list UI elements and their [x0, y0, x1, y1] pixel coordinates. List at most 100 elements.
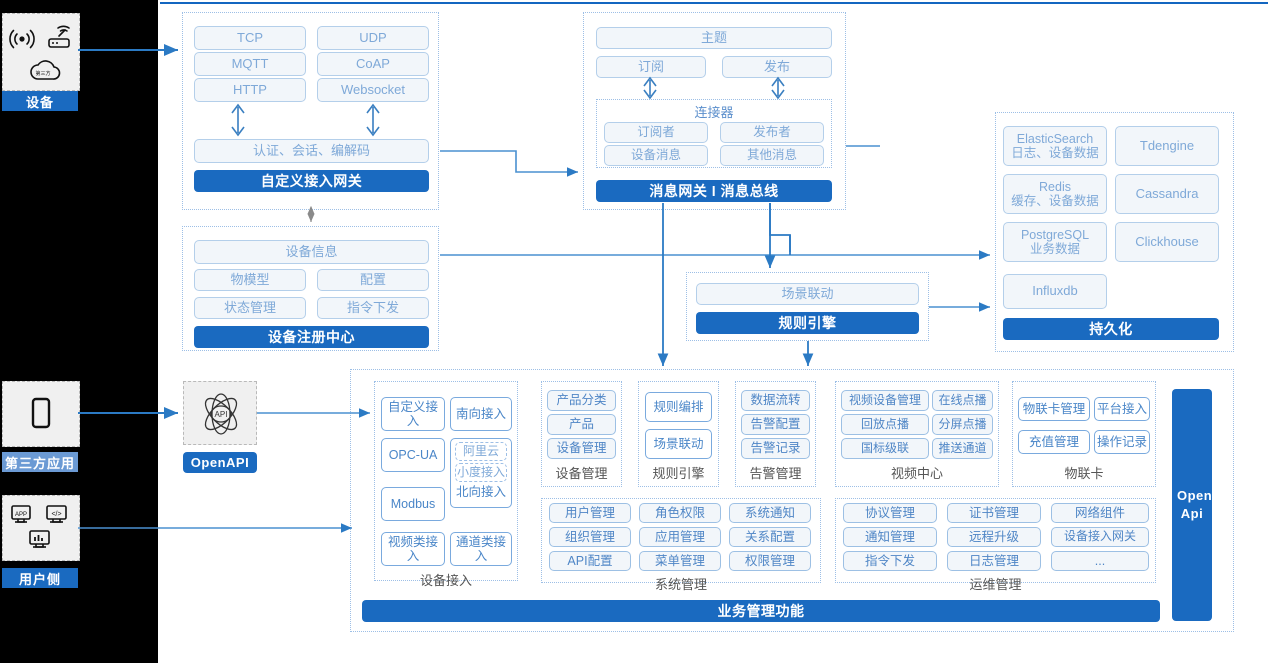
registry-config[interactable]: 配置: [317, 269, 429, 291]
openapi-side-bar[interactable]: Open Api: [1172, 389, 1212, 621]
om-network-comp[interactable]: 网络组件: [1051, 503, 1149, 523]
am-alarm-config[interactable]: 告警配置: [741, 414, 810, 435]
om-cert-mgmt[interactable]: 证书管理: [947, 503, 1041, 523]
access-modbus[interactable]: Modbus: [381, 487, 445, 521]
group-device-access-label: 设备接入: [374, 570, 518, 589]
gateway-middle-box[interactable]: 认证、会话、编解码: [194, 139, 429, 163]
store-tdengine[interactable]: Tdengine: [1115, 126, 1219, 166]
access-opcua[interactable]: OPC-UA: [381, 438, 445, 472]
ic-platform-access[interactable]: 平台接入: [1094, 397, 1150, 421]
store-influxdb[interactable]: Influxdb: [1003, 274, 1107, 309]
registry-command[interactable]: 指令下发: [317, 297, 429, 319]
connector-publisher-label: 发布者: [753, 125, 791, 140]
subscribe-box[interactable]: 订阅: [596, 56, 706, 78]
access-opcua-label: OPC-UA: [388, 447, 438, 462]
re-scene-linkage[interactable]: 场景联动: [645, 429, 712, 459]
router-icon: [48, 25, 70, 48]
access-aliyun[interactable]: 阿里云: [455, 442, 507, 461]
om-log-mgmt[interactable]: 日志管理: [947, 551, 1041, 571]
re-rule-orchestration[interactable]: 规则编排: [645, 392, 712, 422]
om-more[interactable]: ...: [1051, 551, 1149, 571]
rules-title-bar[interactable]: 规则引擎: [696, 312, 919, 334]
ic-recharge-mgmt-label: 充值管理: [1028, 434, 1079, 449]
ic-recharge-mgmt[interactable]: 充值管理: [1018, 430, 1090, 454]
dm-product[interactable]: 产品: [547, 414, 616, 435]
access-southbound[interactable]: 南向接入: [450, 397, 512, 431]
access-video[interactable]: 视频类接入: [381, 532, 445, 566]
vc-split-screen-vod[interactable]: 分屏点播: [932, 414, 993, 435]
store-clickhouse[interactable]: Clickhouse: [1115, 222, 1219, 262]
api-atom-icon: API: [204, 393, 238, 435]
persistence-title-bar[interactable]: 持久化: [1003, 318, 1219, 340]
connector-other-msg[interactable]: 其他消息: [720, 145, 824, 166]
code-window-icon: </>: [46, 505, 67, 523]
sm-role-perm[interactable]: 角色权限: [639, 503, 721, 523]
protocol-tcp[interactable]: TCP: [194, 26, 306, 50]
connector-device-msg-label: 设备消息: [630, 148, 681, 163]
om-remote-upgrade[interactable]: 远程升级: [947, 527, 1041, 547]
registry-thing-model[interactable]: 物模型: [194, 269, 306, 291]
vc-online-vod[interactable]: 在线点播: [932, 390, 993, 411]
openapi-label-bar[interactable]: OpenAPI: [183, 452, 257, 473]
am-data-flow[interactable]: 数据流转: [741, 390, 810, 411]
dm-product-category[interactable]: 产品分类: [547, 390, 616, 411]
store-cassandra[interactable]: Cassandra: [1115, 174, 1219, 214]
vc-split-screen-vod-label: 分屏点播: [938, 416, 987, 431]
registry-title-bar[interactable]: 设备注册中心: [194, 326, 429, 348]
om-command-send[interactable]: 指令下发: [843, 551, 937, 571]
vc-playback-vod[interactable]: 回放点播: [841, 414, 929, 435]
publish-box[interactable]: 发布: [722, 56, 832, 78]
connector-group: [596, 99, 832, 168]
access-custom[interactable]: 自定义接入: [381, 397, 445, 431]
om-notice-mgmt[interactable]: 通知管理: [843, 527, 937, 547]
sm-user-mgmt[interactable]: 用户管理: [549, 503, 631, 523]
topic-box[interactable]: 主题: [596, 27, 832, 49]
sm-sys-notice[interactable]: 系统通知: [729, 503, 811, 523]
vc-push-channel[interactable]: 推送通道: [932, 438, 993, 459]
ic-operation-log[interactable]: 操作记录: [1094, 430, 1150, 454]
openapi-label-text: OpenAPI: [190, 455, 250, 470]
connector-title-label: 连接器: [694, 105, 734, 120]
store-redis[interactable]: Redis 缓存、设备数据: [1003, 174, 1107, 214]
access-xiaodu[interactable]: 小度接入: [455, 463, 507, 482]
om-protocol-mgmt[interactable]: 协议管理: [843, 503, 937, 523]
connector-subscriber[interactable]: 订阅者: [604, 122, 708, 143]
om-device-gateway[interactable]: 设备接入网关: [1051, 527, 1149, 547]
sm-relation-cfg[interactable]: 关系配置: [729, 527, 811, 547]
sm-org-mgmt[interactable]: 组织管理: [549, 527, 631, 547]
device-info-box[interactable]: 设备信息: [194, 240, 429, 264]
persistence-group: [995, 112, 1234, 352]
protocol-coap[interactable]: CoAP: [317, 52, 429, 76]
access-channel[interactable]: 通道类接入: [450, 532, 512, 566]
protocol-websocket[interactable]: Websocket: [317, 78, 429, 102]
protocol-mqtt-label: MQTT: [231, 55, 269, 71]
om-log-mgmt-label: 日志管理: [968, 553, 1019, 568]
store-postgresql[interactable]: PostgreSQL 业务数据: [1003, 222, 1107, 262]
vc-online-vod-label: 在线点播: [938, 392, 987, 407]
store-elasticsearch[interactable]: ElasticSearch 日志、设备数据: [1003, 126, 1107, 166]
am-alarm-record[interactable]: 告警记录: [741, 438, 810, 459]
store-cassandra-name: Cassandra: [1135, 185, 1199, 201]
om-notice-mgmt-label: 通知管理: [864, 529, 915, 544]
vc-gb-cascade[interactable]: 国标级联: [841, 438, 929, 459]
ic-card-mgmt[interactable]: 物联卡管理: [1018, 397, 1090, 421]
connector-device-msg[interactable]: 设备消息: [604, 145, 708, 166]
sm-menu-mgmt[interactable]: 菜单管理: [639, 551, 721, 571]
svg-text:第三方: 第三方: [35, 70, 50, 77]
registry-state-mgmt[interactable]: 状态管理: [194, 297, 306, 319]
connector-publisher[interactable]: 发布者: [720, 122, 824, 143]
vc-video-device-mgmt[interactable]: 视频设备管理: [841, 390, 929, 411]
sm-api-cfg[interactable]: API配置: [549, 551, 631, 571]
sm-perm-mgmt[interactable]: 权限管理: [729, 551, 811, 571]
scene-linkage-box[interactable]: 场景联动: [696, 283, 919, 305]
group-device-access-label-text: 设备接入: [419, 573, 472, 588]
sm-app-mgmt[interactable]: 应用管理: [639, 527, 721, 547]
dm-device-mgmt[interactable]: 设备管理: [547, 438, 616, 459]
protocol-udp[interactable]: UDP: [317, 26, 429, 50]
registry-title-label: 设备注册中心: [268, 329, 355, 345]
message-title-bar[interactable]: 消息网关 l 消息总线: [596, 180, 832, 202]
protocol-mqtt[interactable]: MQTT: [194, 52, 306, 76]
gateway-title-bar[interactable]: 自定义接入网关: [194, 170, 429, 192]
protocol-http[interactable]: HTTP: [194, 78, 306, 102]
business-bar[interactable]: 业务管理功能: [362, 600, 1160, 622]
